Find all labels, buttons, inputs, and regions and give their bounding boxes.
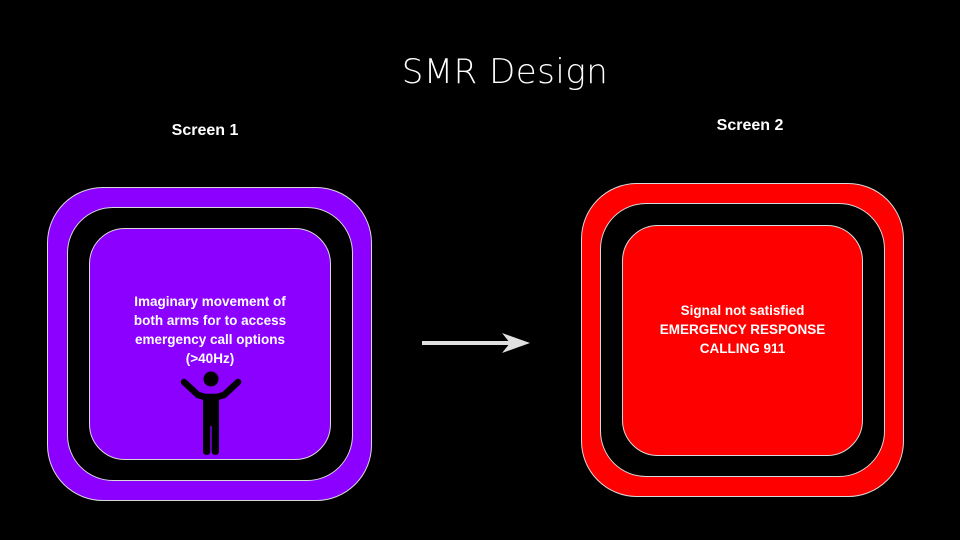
person-arms-raised-icon bbox=[180, 371, 242, 455]
figure-head bbox=[203, 371, 219, 387]
page-title: SMR Design bbox=[401, 52, 609, 92]
figure-right-leg bbox=[211, 421, 219, 455]
screen-2-panel: Signal not satisfied EMERGENCY RESPONSE … bbox=[622, 225, 863, 456]
screen-1-label: Screen 1 bbox=[171, 122, 239, 139]
figure-torso bbox=[203, 394, 219, 426]
screen-2-label: Screen 2 bbox=[716, 117, 784, 134]
arrow-shaft bbox=[422, 341, 512, 345]
arrow-head bbox=[502, 333, 530, 353]
screen-2-status-text: Signal not satisfied EMERGENCY RESPONSE … bbox=[659, 303, 826, 356]
arrow-right-icon bbox=[422, 333, 530, 353]
screen-1-panel: Imaginary movement of both arms for to a… bbox=[89, 228, 331, 460]
screen-1-instruction-text: Imaginary movement of both arms for to a… bbox=[133, 294, 287, 366]
figure-left-leg bbox=[203, 421, 211, 455]
